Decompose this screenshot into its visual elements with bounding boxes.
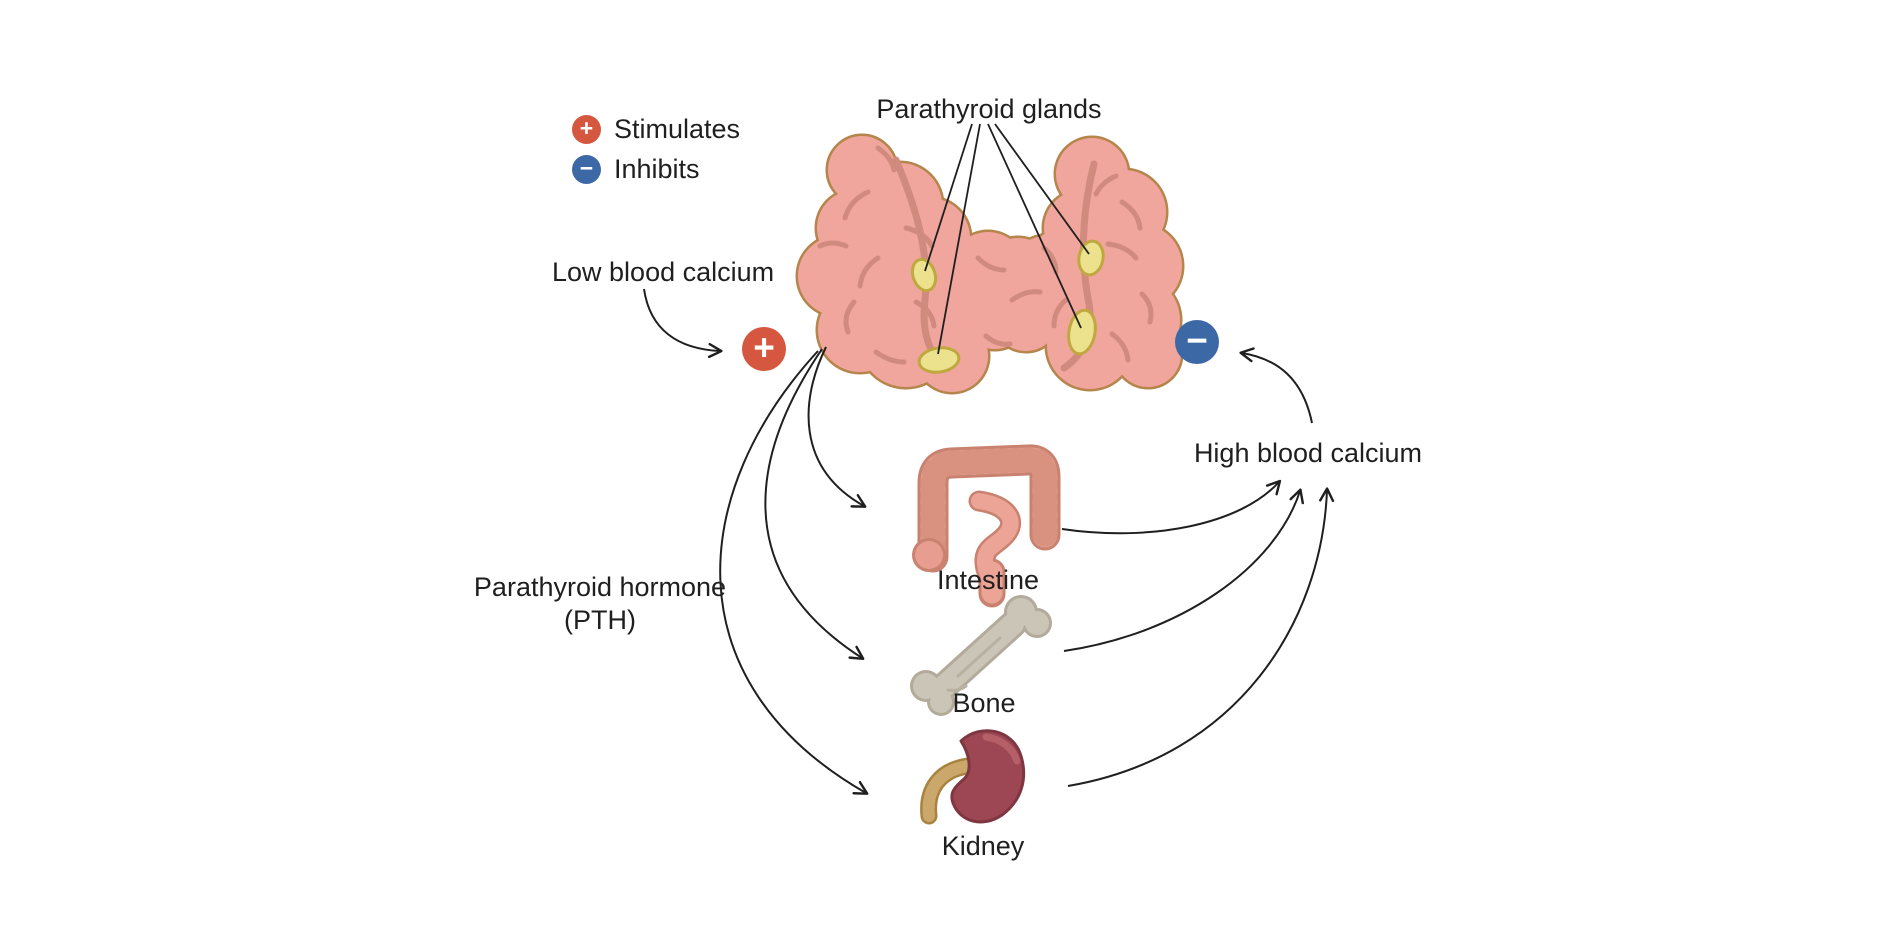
bone-label: Bone bbox=[952, 688, 1016, 718]
arrow-bone-to-high-calcium bbox=[1063, 488, 1304, 652]
kidney-icon bbox=[920, 729, 1026, 825]
parathyroid-gland-right-lower bbox=[1067, 308, 1097, 356]
kidney-highlight bbox=[982, 733, 1021, 765]
thyroid-illustration bbox=[798, 123, 1182, 392]
arrow-thyroid-to-intestine bbox=[807, 346, 867, 508]
legend-stimulates-label: Stimulates bbox=[614, 114, 741, 144]
gland-pointer-lines bbox=[924, 123, 1090, 355]
bone-icon bbox=[910, 595, 1052, 716]
parathyroid-gland-left-lower bbox=[917, 346, 961, 374]
plus-icon: + bbox=[572, 115, 601, 144]
arrow-intestine-to-high-calcium bbox=[1061, 479, 1282, 535]
arrow-kidney-to-high-calcium bbox=[1067, 487, 1335, 787]
inhibits-badge: − bbox=[1175, 320, 1219, 364]
parathyroid-glands bbox=[910, 239, 1105, 374]
intestine-icon bbox=[912, 444, 1061, 608]
legend-inhibits-label: Inhibits bbox=[614, 154, 700, 184]
minus-icon: − bbox=[572, 155, 601, 184]
stimulates-badge: + bbox=[742, 327, 786, 371]
arrow-thyroid-to-kidney bbox=[719, 350, 869, 795]
parathyroid-gland-left-upper bbox=[910, 257, 938, 293]
intestine-label: Intestine bbox=[936, 565, 1040, 595]
high-blood-calcium-label: High blood calcium bbox=[1193, 438, 1423, 468]
legend-item-stimulates: + Stimulates bbox=[572, 114, 740, 145]
legend-item-inhibits: − Inhibits bbox=[572, 154, 700, 185]
arrow-thyroid-to-bone bbox=[764, 348, 865, 660]
arrow-low-calcium-to-plus bbox=[643, 288, 723, 359]
pth-label: Parathyroid hormone (PTH) bbox=[466, 571, 734, 637]
pth-label-line1: Parathyroid hormone bbox=[473, 572, 727, 602]
arrow-high-calcium-to-minus bbox=[1239, 347, 1313, 424]
flow-arrows bbox=[643, 288, 1335, 795]
kidney-label: Kidney bbox=[941, 831, 1025, 861]
pth-label-line2: (PTH) bbox=[564, 605, 636, 635]
parathyroid-glands-label: Parathyroid glands bbox=[876, 94, 1102, 124]
low-blood-calcium-label: Low blood calcium bbox=[552, 257, 775, 287]
kidney-body bbox=[950, 729, 1026, 824]
